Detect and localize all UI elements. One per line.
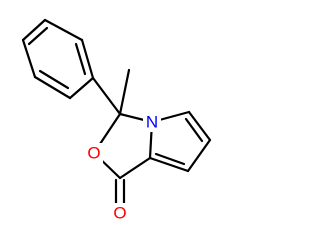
bond-ph-1	[21, 18, 47, 42]
bond-ph-double-2	[38, 69, 70, 90]
bond-carbonyl-c7a	[118, 156, 152, 180]
bond-ph-4	[68, 76, 95, 100]
ring-nitrogen-label: N	[146, 113, 158, 132]
bond-c2-c1	[186, 138, 212, 173]
atom-ring-nitrogen: N	[143, 112, 161, 132]
carbonyl-oxygen-label: O	[113, 204, 126, 223]
bond-pyrrole-double-1	[184, 117, 204, 143]
bond-ph-5	[80, 38, 95, 80]
ring-oxygen-label: O	[87, 144, 100, 163]
bond-ph-2	[21, 38, 37, 79]
phenyl-ring	[21, 18, 95, 100]
atom-ring-oxygen: O	[85, 143, 103, 163]
bond-c1-c7a	[148, 156, 190, 173]
bond-ph-double-3	[74, 42, 87, 76]
bond-phenyl-quaternary	[91, 76, 122, 116]
bond-c3-c2	[187, 110, 212, 142]
bond-ph-3	[33, 75, 72, 100]
bond-ph-6	[43, 18, 84, 42]
bond-ph-double-1	[27, 26, 49, 46]
atom-carbonyl-oxygen: O	[111, 203, 129, 223]
bond-methyl	[118, 68, 131, 116]
structure-diagram: O N O	[21, 18, 212, 223]
bond-pyrrole-double-2	[154, 152, 186, 166]
